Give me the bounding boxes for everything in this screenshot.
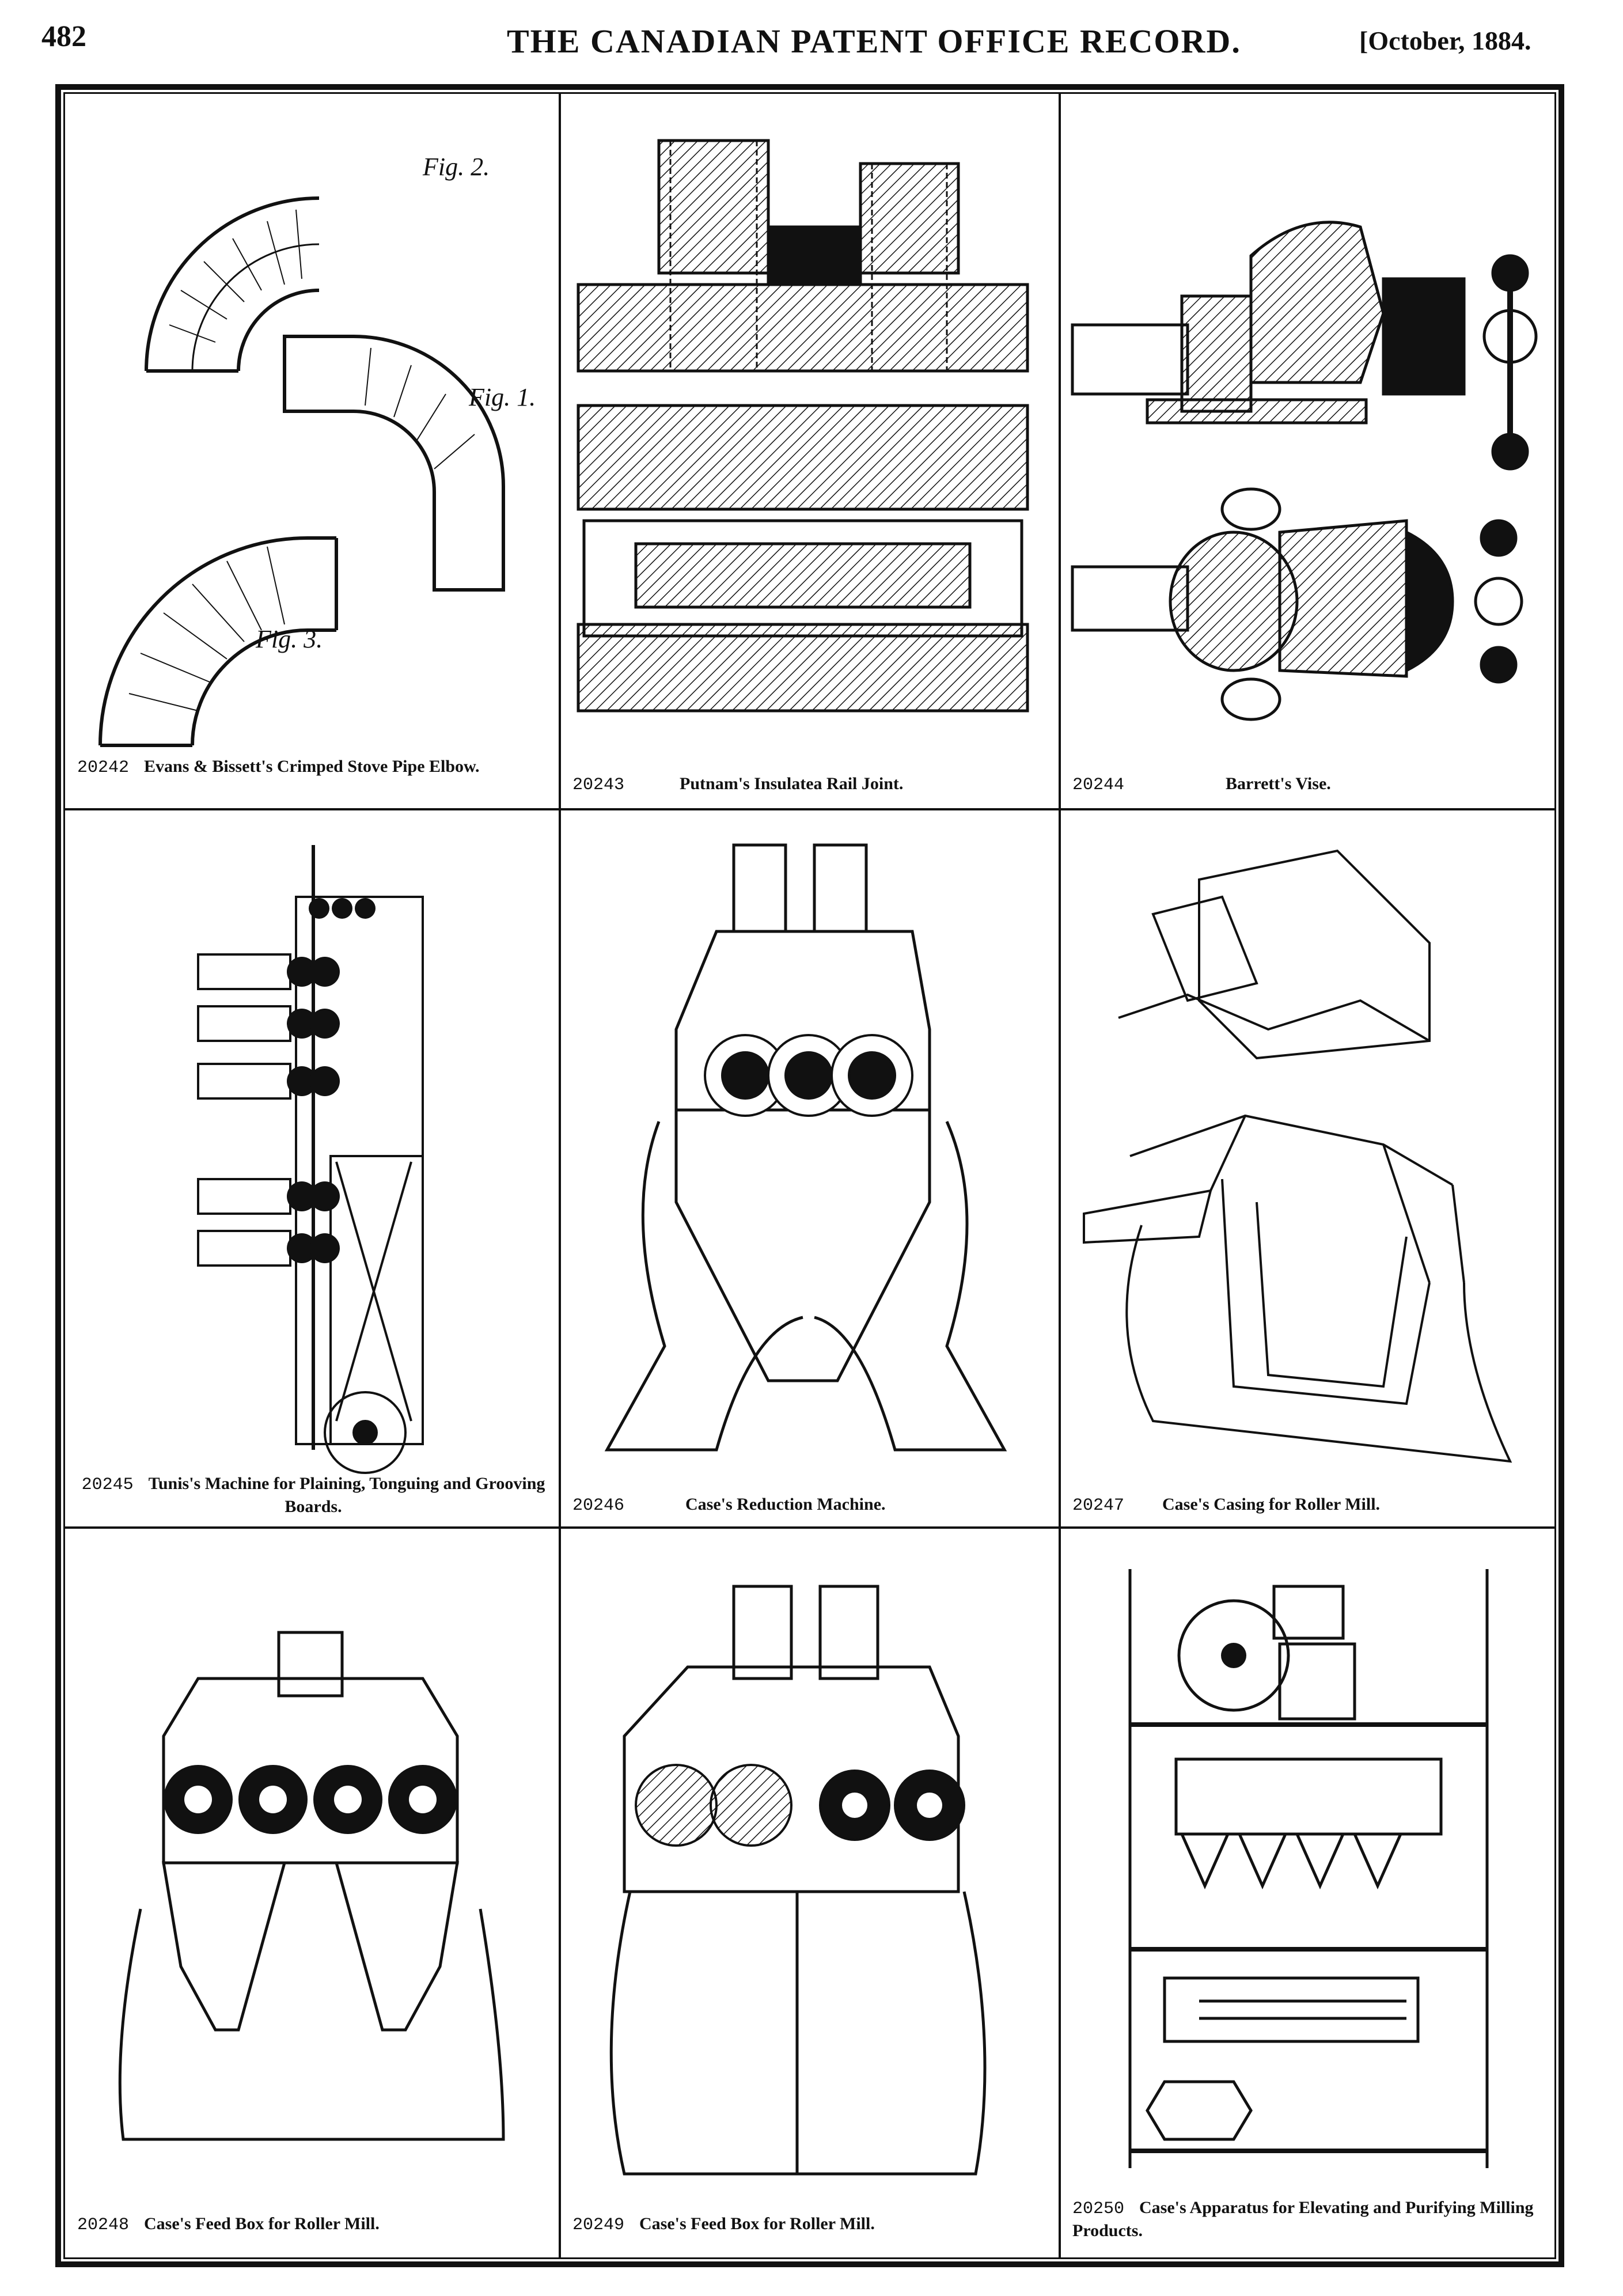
patent-title: Barrett's Vise. <box>1226 774 1331 793</box>
patent-panel-20247: 20247 Case's Casing for Roller Mill. <box>1061 810 1556 1526</box>
patent-title: Putnam's Insulatea Rail Joint. <box>680 774 904 793</box>
patent-number: 20247 <box>1072 1496 1125 1515</box>
feed-box-illustration <box>609 1585 987 2176</box>
patent-caption: 20245 Tunis's Machine for Plaining, Tongu… <box>77 1473 549 1518</box>
page-number: 482 <box>41 20 86 53</box>
figure-label: Fig. 1. <box>468 383 536 411</box>
milling-apparatus-illustration <box>1128 1569 1489 2168</box>
patent-title: Case's Reduction Machine. <box>685 1495 886 1514</box>
patent-number: 20246 <box>572 1496 625 1515</box>
patent-caption: 20247 Case's Casing for Roller Mill. <box>1072 1494 1545 1517</box>
patent-caption: 20248 Case's Feed Box for Roller Mill. <box>77 2213 549 2236</box>
patent-number: 20242 <box>77 758 130 778</box>
patent-caption: 20246 Case's Reduction Machine. <box>572 1494 1045 1517</box>
patent-panel-20243: 20243 Putnam's Insulatea Rail Joint. <box>561 94 1059 808</box>
patent-title: Case's Apparatus for Elevating and Purif… <box>1072 2198 1534 2240</box>
patent-number: 20245 <box>81 1475 134 1495</box>
page-frame <box>55 84 1564 2267</box>
patent-number: 20248 <box>77 2215 130 2235</box>
patent-number: 20243 <box>572 775 625 795</box>
planing-machine-illustration <box>197 845 424 1474</box>
stove-pipe-elbow-illustration: Fig. 2. Fig. 1. Fig. 3. <box>98 153 536 747</box>
page-frame-inner <box>63 92 1556 2259</box>
roller-mill-casing-illustration <box>1083 849 1512 1463</box>
feed-box-illustration <box>118 1631 505 2141</box>
vise-illustration <box>1071 221 1538 721</box>
patent-title: Evans & Bissett's Crimped Stove Pipe Elb… <box>144 757 480 776</box>
patent-panel-20246: 20246 Case's Reduction Machine. <box>561 810 1059 1526</box>
patent-panel-20245: 20245 Tunis's Machine for Plaining, Tongu… <box>66 810 559 1526</box>
patent-caption: 20243 Putnam's Insulatea Rail Joint. <box>572 773 1045 796</box>
rail-joint-illustration <box>577 139 1029 713</box>
column-divider <box>559 92 561 2259</box>
patent-panel-20242: Fig. 2. Fig. 1. Fig. 3. 20242 Evans & Bis… <box>66 94 559 808</box>
patent-number: 20249 <box>572 2215 625 2235</box>
patent-title: Case's Feed Box for Roller Mill. <box>144 2214 380 2233</box>
journal-title: THE CANADIAN PATENT OFFICE RECORD. <box>507 22 1241 60</box>
patent-caption: 20249 Case's Feed Box for Roller Mill. <box>572 2213 1045 2236</box>
patent-title: Tunis's Machine for Plaining, Tonguing a… <box>148 1474 545 1516</box>
patent-number: 20250 <box>1072 2199 1125 2219</box>
patent-panel-20244: 20244 Barrett's Vise. <box>1061 94 1556 808</box>
patent-panel-20248: 20248 Case's Feed Box for Roller Mill. <box>66 1529 559 2257</box>
patent-panel-20249: 20249 Case's Feed Box for Roller Mill. <box>561 1529 1059 2257</box>
column-divider <box>1059 92 1061 2259</box>
patent-number: 20244 <box>1072 775 1125 795</box>
row-divider <box>63 808 1556 810</box>
figure-label: Fig. 2. <box>422 153 490 181</box>
patent-caption: 20244 Barrett's Vise. <box>1072 773 1545 796</box>
page-header: 482 THE CANADIAN PATENT OFFICE RECORD. [… <box>0 0 1623 81</box>
patent-title: Case's Feed Box for Roller Mill. <box>639 2214 875 2233</box>
patent-title: Case's Casing for Roller Mill. <box>1162 1495 1381 1514</box>
issue-date: [October, 1884. <box>1359 26 1531 55</box>
figure-label: Fig. 3. <box>255 625 323 653</box>
row-divider <box>63 1526 1556 1529</box>
patent-caption: 20242 Evans & Bissett's Crimped Stove Pip… <box>77 756 549 779</box>
reduction-machine-illustration <box>604 843 1007 1452</box>
